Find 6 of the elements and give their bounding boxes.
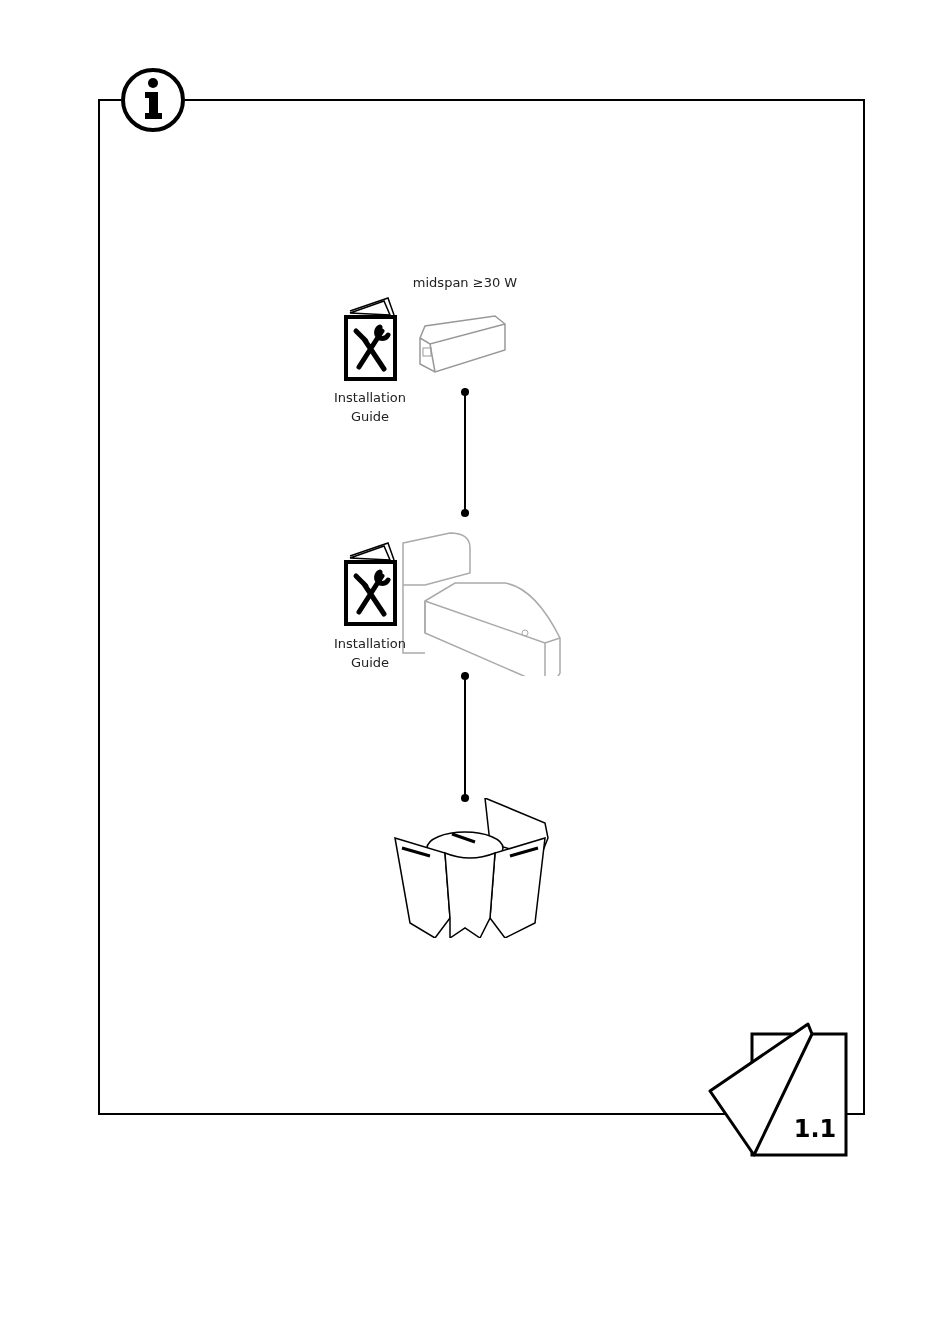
connector-line bbox=[460, 387, 470, 518]
product-label: midspan ≥30 W bbox=[411, 274, 519, 292]
install-guide-label: Installation Guide bbox=[333, 389, 407, 426]
install-guide-label: Installation Guide bbox=[333, 635, 407, 672]
connector-line bbox=[460, 671, 470, 803]
page-number: 1.1 bbox=[792, 1120, 838, 1139]
